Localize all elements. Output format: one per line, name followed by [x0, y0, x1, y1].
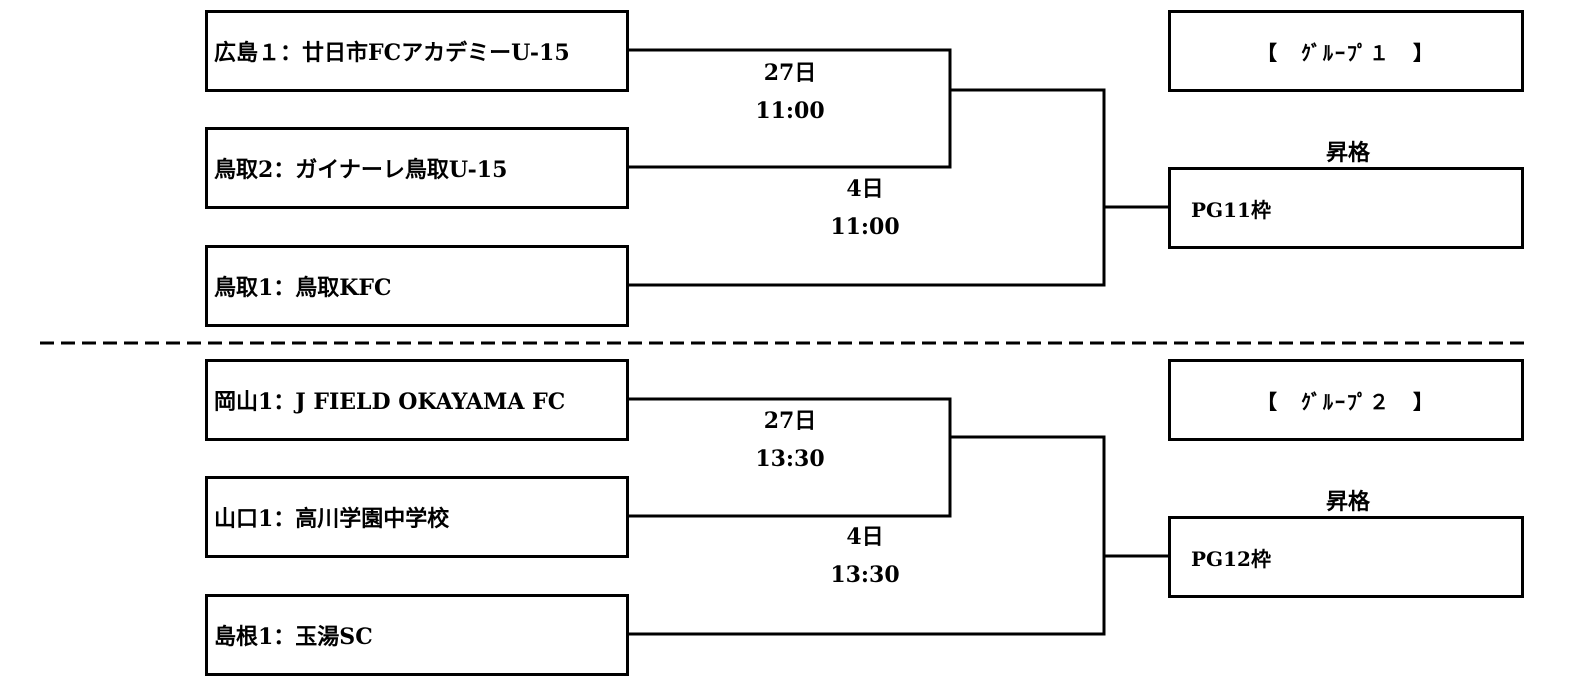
group-1-bracket: [629, 48, 1168, 287]
match-time: 11:00: [755, 98, 825, 124]
team-box-g2-2: 山口1：高川学園中学校: [205, 476, 629, 558]
match-time: 13:30: [755, 446, 825, 472]
result-slot-box-g2: PG12枠: [1168, 516, 1524, 598]
promotion-label-g2: 昇格: [1325, 489, 1370, 515]
team-box-g2-3: 島根1：玉湯SC: [205, 594, 629, 676]
promotion-label-g1: 昇格: [1325, 140, 1370, 166]
group-title: 【 ｸﾞﾙｰﾌﾟ２ 】: [1257, 389, 1435, 414]
team-box-g2-1: 岡山1：J FIELD OKAYAMA FC: [205, 359, 629, 441]
team-box-g1-1: 広島１：廿日市FCアカデミーU-15: [205, 10, 629, 92]
match-day: 4日: [846, 524, 884, 550]
group-2-bracket: [629, 397, 1168, 636]
result-slot-box-g1: PG11枠: [1168, 167, 1524, 249]
semi-bracket-line: [629, 48, 952, 169]
group-title: 【 ｸﾞﾙｰﾌﾟ１ 】: [1257, 40, 1435, 65]
team-name: 島根1：玉湯SC: [214, 624, 373, 650]
team-name: 鳥取2：ガイナーレ鳥取U-15: [214, 157, 508, 183]
match2-schedule-g1: 4日 11:00: [795, 170, 935, 246]
match-time: 13:30: [830, 562, 900, 588]
group-title-box-2: 【 ｸﾞﾙｰﾌﾟ２ 】: [1168, 359, 1524, 441]
match1-schedule-g1: 27日 11:00: [720, 54, 860, 130]
final-bracket-line: [629, 88, 1106, 287]
match2-schedule-g2: 4日 13:30: [795, 518, 935, 594]
team-name: 山口1：高川学園中学校: [214, 506, 450, 532]
semi-bracket-line: [629, 397, 952, 518]
group-title-box-1: 【 ｸﾞﾙｰﾌﾟ１ 】: [1168, 10, 1524, 92]
match-day: 27日: [763, 408, 817, 434]
match-day: 27日: [763, 60, 817, 86]
match-time: 11:00: [830, 214, 900, 240]
team-name: 鳥取1：鳥取KFC: [214, 275, 392, 301]
team-box-g1-3: 鳥取1：鳥取KFC: [205, 245, 629, 327]
final-bracket-line: [629, 435, 1106, 636]
team-name: 岡山1：J FIELD OKAYAMA FC: [214, 389, 566, 415]
result-slot: PG12枠: [1191, 546, 1271, 571]
team-box-g1-2: 鳥取2：ガイナーレ鳥取U-15: [205, 127, 629, 209]
match1-schedule-g2: 27日 13:30: [720, 402, 860, 478]
match-day: 4日: [846, 176, 884, 202]
team-name: 広島１：廿日市FCアカデミーU-15: [214, 40, 570, 66]
result-slot: PG11枠: [1191, 197, 1271, 222]
